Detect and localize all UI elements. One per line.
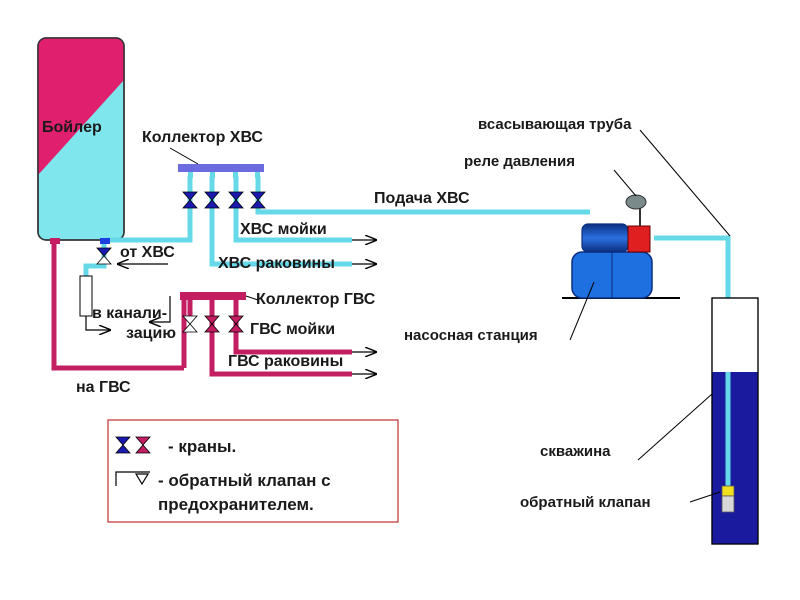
- cold-supply-label: Подача ХВС: [374, 190, 470, 207]
- boiler: Бойлер: [37, 37, 125, 241]
- cold-collector-label: Коллектор ХВС: [142, 129, 263, 146]
- to-hot-label: на ГВС: [76, 379, 131, 396]
- boiler-inlet-valve: [96, 247, 112, 265]
- cold-basin-label: ХВС раковины: [218, 255, 335, 272]
- pump-station-label: насосная станция: [404, 327, 538, 344]
- suction-pipe-label: всасывающая труба: [478, 116, 632, 133]
- hot-valves: [182, 315, 244, 333]
- pressure-gauge: [625, 194, 647, 210]
- hot-collector-label: Коллектор ГВС: [256, 291, 376, 308]
- well-check-valve: [721, 485, 735, 497]
- boiler-label: Бойлер: [42, 119, 102, 136]
- flow-arrows: [85, 240, 376, 374]
- legend-check-valve-line1: - обратный клапан с: [158, 471, 331, 490]
- legend: - краны. - обратный клапан с предохранит…: [107, 419, 399, 523]
- legend-check-valve-icon: [115, 471, 150, 486]
- hot-collector: [180, 292, 246, 300]
- legend-valve-icons: [115, 436, 151, 454]
- safety-valve: [79, 275, 93, 317]
- pressure-relay-box: [627, 225, 651, 253]
- drain-label-line1: в канали-: [92, 305, 167, 322]
- from-cold-label: от ХВС: [120, 244, 175, 261]
- well-filter: [721, 495, 735, 513]
- pressure-relay-label: реле давления: [464, 153, 575, 170]
- leader-lines: [169, 129, 731, 503]
- cold-collector: [178, 164, 264, 172]
- well: [711, 297, 759, 545]
- check-valve-label: обратный клапан: [520, 494, 651, 511]
- cold-sink-label: ХВС мойки: [240, 221, 327, 238]
- well-label: скважина: [540, 443, 611, 460]
- drain-label-line2: зацию: [126, 325, 176, 342]
- hot-sink-label: ГВС мойки: [250, 321, 335, 338]
- legend-valves-text: - краны.: [168, 437, 236, 456]
- legend-check-valve-line2: предохранителем.: [158, 495, 314, 514]
- hot-basin-label: ГВС раковины: [228, 353, 343, 370]
- cold-valves: [182, 191, 266, 209]
